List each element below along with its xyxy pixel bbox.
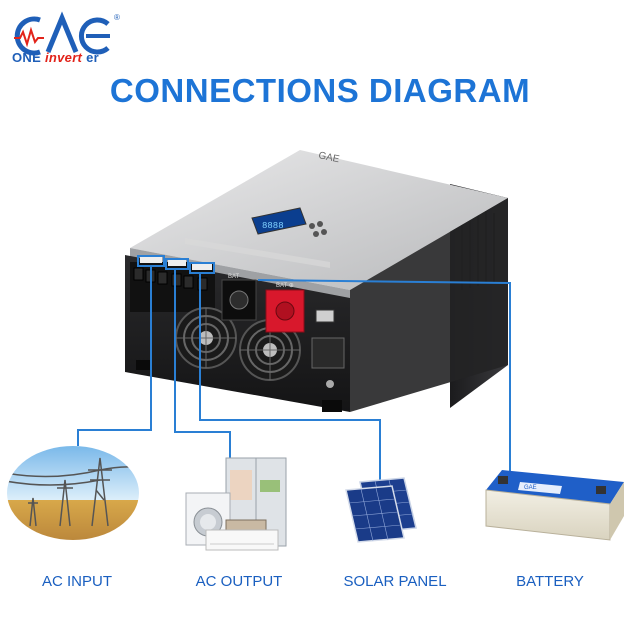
tagline-suffix: er [82, 50, 99, 65]
brand-logo: ® [14, 11, 120, 56]
spec-label-strip [185, 238, 330, 268]
foot-left [136, 360, 150, 370]
ground-screw [326, 380, 334, 388]
comm-port [315, 309, 335, 323]
label-ac-output: AC OUTPUT [195, 573, 283, 590]
lcd-screen [251, 207, 307, 235]
label-solar-panel: SOLAR PANEL [343, 573, 447, 590]
ac-input-image [7, 446, 139, 540]
warning-label [311, 337, 345, 369]
inverter-unit: 8888 GAE [125, 150, 508, 412]
solar-panel-front [345, 485, 405, 543]
label-ac-input: AC INPUT [41, 573, 112, 590]
bat-positive-label: BAT ⊕ [276, 283, 294, 289]
wire-solar-panel [199, 273, 381, 480]
wire-battery [257, 279, 511, 476]
battery-side [610, 482, 624, 540]
ac-output-port-highlight [165, 258, 189, 270]
inverter-top [130, 150, 508, 290]
connection-wires [77, 255, 511, 480]
battery-terminal-negative [498, 476, 508, 484]
registered-mark: ® [114, 13, 120, 22]
page-title: CONNECTIONS DIAGRAM [109, 72, 531, 109]
terminal-screws [133, 267, 208, 291]
battery-terminal-positive [596, 486, 606, 494]
bat-negative-label: BAT [228, 274, 240, 280]
tagline-highlight: invert [44, 50, 83, 65]
pv-port-highlight [189, 262, 215, 274]
solar-panel-image [345, 477, 417, 543]
wire-ac-input [77, 266, 152, 446]
ac-output-image [185, 457, 287, 551]
lcd-digits: 8888 [262, 221, 284, 231]
control-buttons [309, 221, 327, 237]
terminal-labels [140, 256, 212, 270]
battery-brand: GAE [524, 485, 537, 491]
battery-image: GAE [485, 470, 624, 541]
wire-ac-output [174, 269, 231, 470]
foot-right [322, 400, 342, 412]
inverter-right-face [350, 198, 508, 412]
cooling-fan-left [175, 307, 237, 369]
tagline-prefix: ONE [12, 50, 45, 65]
label-battery: BATTERY [516, 573, 584, 590]
air-conditioner [205, 529, 279, 551]
brand-tagline: ONE invert er [12, 50, 99, 65]
cooling-fan-right [239, 319, 301, 381]
inverter-top-logo: GAE [317, 150, 340, 165]
battery-label [518, 482, 562, 494]
